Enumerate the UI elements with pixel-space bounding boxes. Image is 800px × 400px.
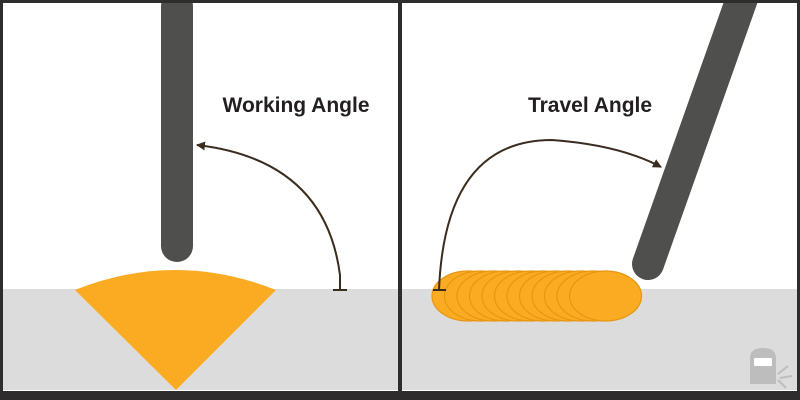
welding-helmet-icon xyxy=(750,348,793,389)
travel-angle-arc-arrow xyxy=(438,138,662,291)
weld-ripple xyxy=(568,270,643,322)
electrode-vertical xyxy=(161,0,193,262)
travel-angle-label: Travel Angle xyxy=(528,94,652,117)
weld-bead xyxy=(431,270,643,322)
electrode-angled xyxy=(632,0,759,280)
working-angle-label: Working Angle xyxy=(223,94,370,117)
weld-cross-section xyxy=(75,270,276,390)
working-angle-arc-arrow xyxy=(196,141,341,290)
working-angle-panel: Working Angle xyxy=(2,0,398,390)
travel-angle-panel: Travel Angle xyxy=(402,0,798,390)
